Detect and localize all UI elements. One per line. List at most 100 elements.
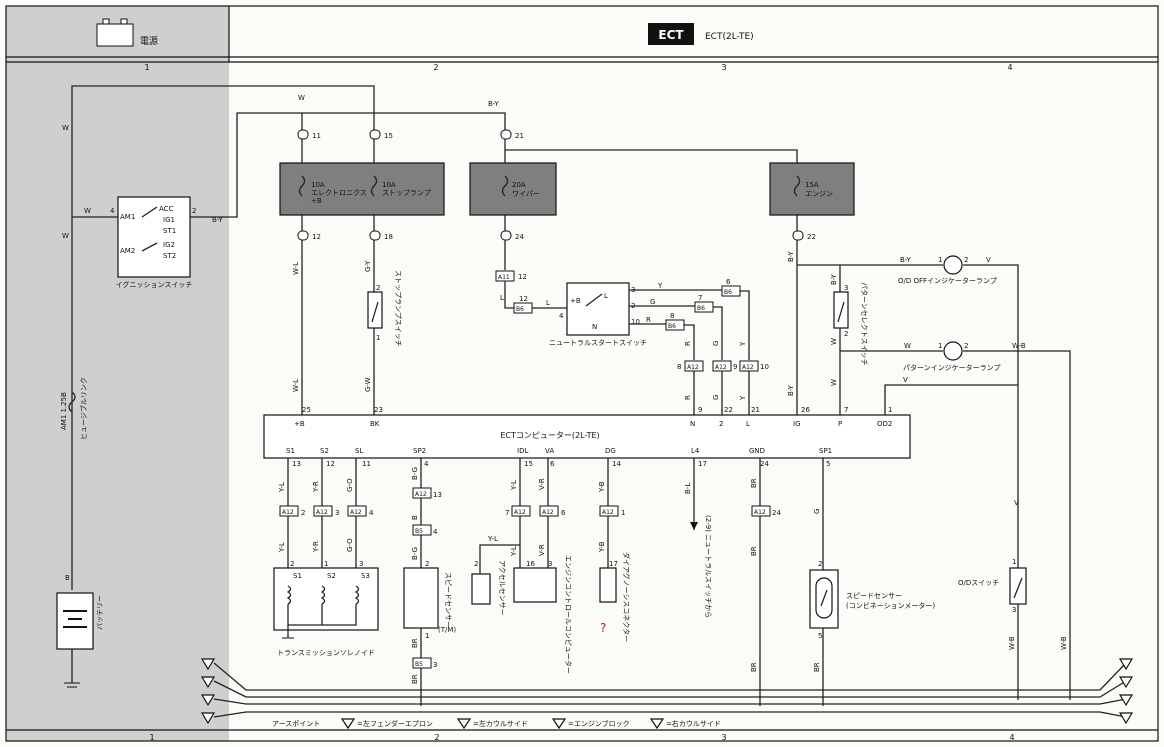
diagram-label: G bbox=[650, 298, 655, 306]
fuse-10a-stoplamp: 10A ストップランプ bbox=[370, 175, 431, 197]
diagram-label: S2 bbox=[320, 447, 329, 455]
diagram-label: Y-L bbox=[278, 542, 286, 553]
ect-computer bbox=[263, 414, 911, 459]
diagram-label: 17 bbox=[698, 460, 707, 468]
diagram-label: 1 bbox=[938, 256, 942, 264]
diagram-label: W-B bbox=[1012, 342, 1026, 350]
col-4: 4 bbox=[1007, 63, 1012, 72]
diagram-label: 2 bbox=[844, 330, 848, 338]
diagram-label: Y-B bbox=[598, 541, 606, 553]
diagram-label: L bbox=[500, 294, 504, 302]
diagram-label: 2 bbox=[425, 560, 429, 568]
diagram-label: =右カウルサイド bbox=[666, 719, 721, 728]
transmission-solenoid bbox=[273, 567, 379, 631]
diagram-label: 3 bbox=[433, 661, 437, 669]
speed-sensor-tm bbox=[403, 567, 439, 629]
diagram-label: S2 bbox=[327, 572, 336, 580]
ground-bus bbox=[213, 662, 1127, 718]
diagram-label: (2-9) ニュートラルスイッチから bbox=[704, 515, 712, 618]
footer-col-3: 3 bbox=[721, 733, 726, 742]
diagram-label: 18 bbox=[384, 233, 393, 241]
diagram-label: 7 bbox=[698, 294, 702, 302]
diagram-label: IG bbox=[793, 420, 801, 428]
diagram-label: B-Y bbox=[900, 256, 911, 264]
wire-w-2: W bbox=[62, 232, 69, 240]
fuse-box-1 bbox=[279, 162, 445, 216]
wire-w-3: W bbox=[84, 207, 91, 215]
diagram-label: =左カウルサイド bbox=[473, 719, 528, 728]
diagram-label: AM1 bbox=[120, 213, 135, 221]
diagram-label: G bbox=[712, 395, 720, 400]
diagram-label: 11 bbox=[362, 460, 371, 468]
diagram-label: ヒュージブルリンク bbox=[79, 377, 88, 440]
diagram-label: 16 bbox=[526, 560, 535, 568]
ect-badge bbox=[648, 23, 694, 45]
diagram-label: 4 bbox=[369, 509, 374, 517]
diagram-label: ST2 bbox=[163, 252, 176, 260]
pattern-indicator-lamp bbox=[943, 341, 963, 361]
diagram-label: 2 bbox=[474, 560, 478, 568]
diagram-label: SL bbox=[355, 447, 363, 455]
diagram-label: ストップランプスイッチ bbox=[394, 270, 402, 347]
diagram-label: A12 bbox=[514, 509, 526, 516]
diagram-label: L4 bbox=[691, 447, 700, 455]
diagram-label: V bbox=[986, 256, 991, 264]
diagram-label: 1 bbox=[938, 342, 942, 350]
diagram-label: B6 bbox=[668, 323, 676, 330]
diagram-label: B5 bbox=[415, 661, 423, 668]
diagram-label: R bbox=[646, 316, 651, 324]
diagram-label: 2 bbox=[301, 509, 305, 517]
battery-icon bbox=[96, 18, 134, 47]
diagram-label: A11 bbox=[498, 274, 510, 281]
diagram-label: 9 bbox=[698, 406, 702, 414]
diagram-label: BR bbox=[813, 662, 821, 672]
ignition-switch bbox=[117, 196, 191, 278]
diagram-label: 21 bbox=[515, 132, 524, 140]
diagram-label: W bbox=[830, 379, 838, 386]
diagram-label: 4 bbox=[110, 207, 115, 215]
diagram-label: 2 bbox=[192, 207, 196, 215]
diagram-label: ワイパー bbox=[512, 190, 540, 198]
diagram-label: 2 bbox=[964, 342, 968, 350]
diagram-label: G-Y bbox=[364, 260, 372, 272]
diagnosis-connector bbox=[599, 567, 617, 603]
neutral-start-switch bbox=[566, 282, 630, 336]
col-3: 3 bbox=[721, 63, 726, 72]
diagram-label: 6 bbox=[726, 278, 731, 286]
diagram-label: SP2 bbox=[413, 447, 426, 455]
fusible-link-symbol bbox=[68, 391, 76, 413]
diagram-label: 24 bbox=[760, 460, 769, 468]
diagram-label: G-W bbox=[364, 377, 372, 392]
diagram-label: 5 bbox=[826, 460, 830, 468]
diagram-label: L bbox=[546, 299, 550, 307]
diagram-label: 26 bbox=[801, 406, 810, 414]
diagram-label: GND bbox=[749, 447, 765, 455]
diagram-label: Y-L bbox=[510, 546, 518, 557]
diagram-label: W-B bbox=[1008, 636, 1016, 650]
diagram-label: A12 bbox=[350, 509, 362, 516]
diagram-label: B-Y bbox=[212, 216, 223, 224]
diagram-label: バッテリー bbox=[96, 595, 104, 630]
wire-w-top: W bbox=[298, 94, 305, 102]
diagram-label: O/Dスイッチ bbox=[958, 579, 999, 587]
diagram-label: G bbox=[712, 341, 720, 346]
ecu-label: ECTコンピューター(2L-TE) bbox=[500, 431, 599, 440]
solenoid-label: トランスミッションソレノイド bbox=[277, 649, 375, 657]
diagram-label: 8 bbox=[677, 363, 681, 371]
diagram-label: B-L bbox=[684, 483, 692, 494]
diagram-label: L bbox=[604, 292, 608, 300]
diagram-label: W bbox=[904, 342, 911, 350]
diagram-label: Y-R bbox=[312, 481, 320, 493]
diagram-label: 1 bbox=[621, 509, 625, 517]
diagram-label: エンジンコントロールコンピューター bbox=[564, 555, 573, 674]
diagram-label: スピードセンサー bbox=[846, 592, 902, 600]
diagram-label: A12 bbox=[715, 364, 727, 371]
diagram-label: Y bbox=[739, 341, 747, 347]
diagram-label: B bbox=[65, 574, 70, 582]
diagram-label: A12 bbox=[754, 509, 766, 516]
neutral-switch-label: ニュートラルスタートスイッチ bbox=[549, 338, 647, 347]
diagram-label: 3 bbox=[548, 560, 552, 568]
diagram-label: AM2 bbox=[120, 247, 135, 255]
